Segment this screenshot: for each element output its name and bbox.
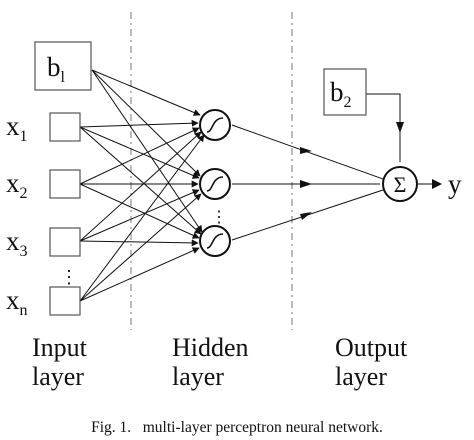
edge-b1-h1 [91, 69, 201, 116]
edge-x2-h1 [79, 127, 200, 185]
input-label-3: x3 [6, 226, 28, 260]
input-box-n [49, 286, 81, 316]
edge-b1-h2 [91, 69, 201, 177]
input-label-n: xn [6, 285, 28, 319]
hidden-ellipsis: ⋮ [211, 209, 227, 226]
hidden-layer-title-line2: layer [172, 362, 224, 391]
hidden-output-connections [231, 93, 442, 241]
edge-b1-h3 [91, 69, 203, 233]
output-label: y [448, 169, 462, 199]
input-label-2: x2 [6, 168, 28, 202]
bias2-box [323, 68, 367, 116]
edge-xn-h1 [79, 134, 205, 302]
edge-x1-h1 [79, 119, 199, 128]
edge-b2-sum-arrowhead [396, 122, 404, 133]
edge-x1-h3 [79, 126, 202, 235]
input-hidden-connections [79, 69, 205, 302]
hidden-neuron-2 [199, 168, 231, 200]
sum-node [382, 166, 418, 202]
figure-caption: Fig. 1. multi-layer perceptron neural ne… [91, 419, 383, 436]
edge-x1-h2 [79, 126, 200, 179]
bias2-label: b2 [330, 77, 352, 111]
output-arrowhead [432, 179, 442, 189]
edge-b2-sum [366, 93, 401, 162]
input-box-3 [49, 227, 81, 257]
input-label-1: x1 [6, 111, 28, 145]
input-ellipsis: ⋮ [60, 267, 78, 287]
sigmoid-icon [206, 117, 224, 133]
hidden-layer-nodes: ⋮ [199, 109, 231, 257]
bias1-box [34, 41, 92, 91]
hidden-neuron-3 [199, 225, 231, 257]
input-layer-title: Input [32, 333, 88, 362]
hidden-neuron-1 [199, 109, 231, 141]
output-layer-nodes: b2 Σ y [323, 68, 462, 202]
edge-x2-h3 [79, 183, 200, 239]
edge-x3-h1 [79, 131, 202, 242]
input-box-1 [49, 112, 81, 142]
sigmoid-icon [206, 233, 224, 249]
output-layer-title-line2: layer [335, 362, 387, 391]
hidden-layer-title: Hidden [172, 333, 249, 362]
output-layer-title: Output [335, 333, 408, 362]
edge-h3-sum-arrowhead [300, 212, 312, 220]
edge-x3-h2 [79, 189, 200, 242]
sigmoid-icon [206, 176, 224, 192]
edge-h2-sum-arrowhead [300, 180, 312, 188]
bias1-label: bl [47, 52, 66, 86]
edge-xn-h3 [79, 247, 200, 302]
edge-h1-sum-arrowhead [300, 147, 312, 154]
edge-x3-h3 [79, 239, 199, 247]
input-box-2 [49, 169, 81, 199]
input-layer-nodes: bl x1 x2 x3 ⋮ xn [6, 41, 92, 319]
edge-xn-h2 [79, 193, 202, 302]
sum-symbol: Σ [394, 172, 407, 197]
input-layer-title-line2: layer [32, 362, 84, 391]
layer-titles: Input layer Hidden layer Output layer [32, 333, 408, 391]
